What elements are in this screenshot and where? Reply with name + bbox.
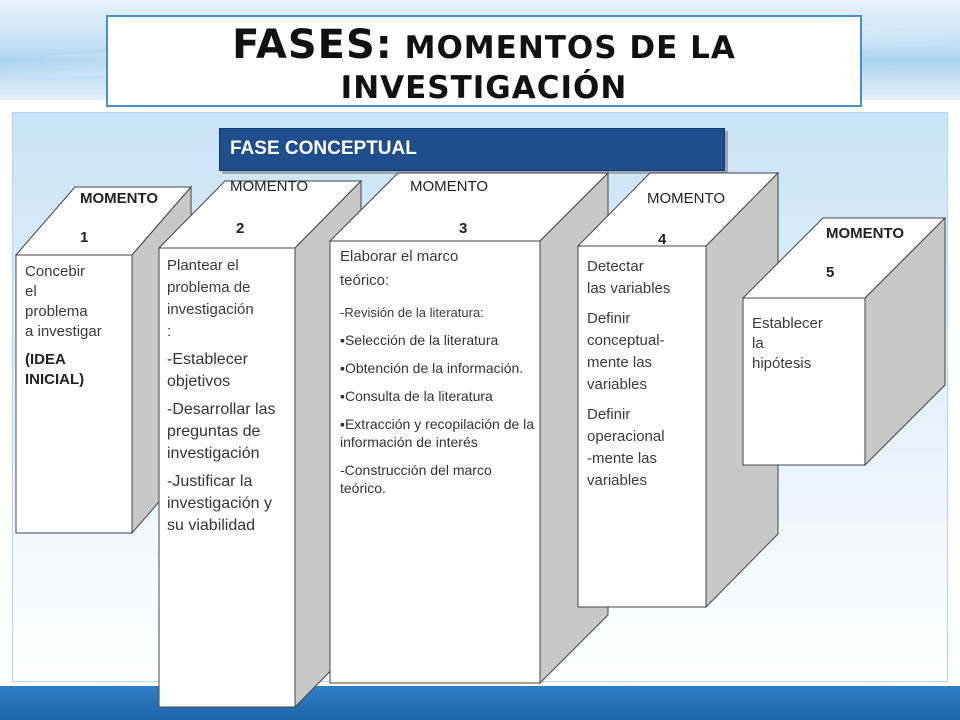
m3-bullet: ▪Obtención de la información. (340, 360, 524, 376)
m2-line: problema de (167, 279, 251, 296)
m3-bullet: ▪Consulta de la literatura (340, 388, 493, 404)
moment-5-number: 5 (826, 264, 835, 281)
moment-5-word: MOMENTO (826, 225, 905, 242)
title-part2: MOMENTOS DE LA INVESTIGACIÓN (340, 30, 736, 106)
moment-2-word: MOMENTO (230, 178, 309, 195)
m1-emph: (IDEA (25, 351, 66, 368)
m1-line: problema (25, 303, 88, 320)
m4-line: operacional (587, 428, 665, 445)
m2-line: : (167, 323, 172, 340)
page-title: FASES: MOMENTOS DE LA INVESTIGACIÓN (108, 17, 860, 108)
m4-line: variables (587, 376, 648, 393)
moment-3-word: MOMENTO (410, 178, 489, 195)
m3-intro: teórico: (340, 272, 390, 289)
moment-1-content: Concebir el problema a investigar (IDEA … (25, 262, 133, 390)
phase-label: FASE CONCEPTUAL (219, 128, 725, 171)
moment-3-content: Elaborar el marco teórico: -Revisión de … (340, 247, 536, 497)
m2-item: -Desarrollar las preguntas de investigac… (167, 401, 276, 462)
m2-line: Plantear el (167, 257, 239, 274)
moment-4-word: MOMENTO (647, 190, 726, 207)
moment-4-content: Detectar las variables Definir conceptua… (587, 256, 703, 492)
moment-1-word: MOMENTO (80, 190, 159, 207)
box-4-3d (576, 171, 780, 609)
m4-line: las variables (587, 280, 671, 297)
bullet-icon: ▪ (340, 332, 345, 348)
m1-line: Concebir (25, 263, 86, 280)
moment-4-number: 4 (658, 231, 667, 248)
moment-2-content: Plantear el problema de investigación : … (167, 255, 289, 537)
moment-3-number: 3 (459, 220, 468, 237)
m4-line: mente las (587, 354, 653, 371)
m5-line: la (752, 335, 764, 352)
moment-5-content: Establecer la hipótesis (752, 314, 862, 374)
m4-line: Definir (587, 310, 631, 327)
m3-last: -Construcción del marco teórico. (340, 462, 492, 496)
box-5-3d (741, 216, 947, 467)
m2-item: -Establecer objetivos (167, 351, 248, 390)
m3-intro: Elaborar el marco (340, 248, 459, 265)
m2-line: investigación (167, 301, 254, 318)
m4-line: Definir (587, 406, 631, 423)
m4-line: conceptual- (587, 332, 665, 349)
title-box: FASES: MOMENTOS DE LA INVESTIGACIÓN (106, 15, 862, 107)
m4-line: Detectar (587, 258, 644, 275)
bullet-icon: ▪ (340, 388, 345, 404)
m5-line: Establecer (752, 315, 823, 332)
m4-line: -mente las (587, 450, 658, 467)
m1-emph: INICIAL) (25, 371, 85, 388)
m4-line: variables (587, 472, 648, 489)
m2-item: -Justificar la investigación y su viabil… (167, 473, 272, 534)
m1-line: a investigar (25, 323, 102, 340)
moment-2-number: 2 (236, 220, 245, 237)
bullet-icon: ▪ (340, 360, 345, 376)
box-3-3d (328, 171, 610, 685)
title-part1: FASES: (232, 22, 393, 68)
bullet-icon: ▪ (340, 416, 345, 432)
m3-bullet: ▪Extracción y recopilación de la informa… (340, 416, 535, 450)
m3-sub: -Revisión de la literatura: (340, 305, 484, 320)
m3-bullet: ▪Selección de la literatura (340, 332, 499, 348)
m5-line: hipótesis (752, 355, 812, 372)
moment-1-number: 1 (80, 229, 89, 246)
m1-line: el (25, 283, 37, 300)
